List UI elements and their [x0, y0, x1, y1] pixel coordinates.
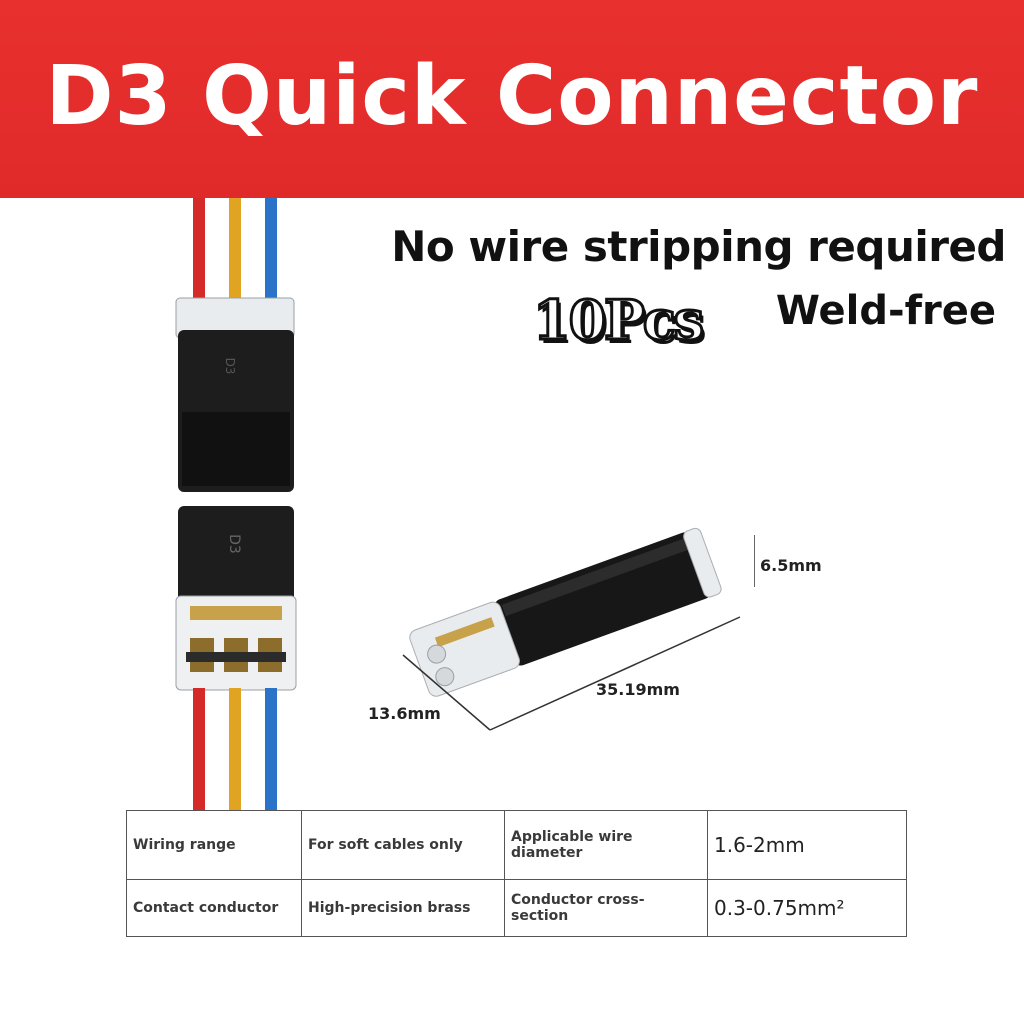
- connector-black-body: [494, 532, 712, 666]
- svg-text:D3: D3: [223, 358, 237, 375]
- spec-value: For soft cables only: [301, 810, 505, 880]
- yellow-wire-top: [229, 198, 241, 306]
- product-title: D3 Quick Connector: [45, 48, 979, 144]
- blue-wire-bottom: [265, 688, 277, 813]
- spec-label: Applicable wire diameter: [504, 810, 708, 880]
- blue-wire-top: [265, 198, 277, 306]
- red-wire-top: [193, 198, 205, 306]
- svg-text:D3: D3: [226, 534, 242, 554]
- spec-label: Wiring range: [126, 810, 302, 880]
- spec-value: 1.6-2mm: [707, 810, 907, 880]
- title-banner: D3 Quick Connector: [0, 0, 1024, 198]
- spec-label: Contact conductor: [126, 879, 302, 937]
- red-wire-bottom: [193, 688, 205, 813]
- spec-value: High-precision brass: [301, 879, 505, 937]
- connector-pair-illustration: D3 D3: [175, 198, 297, 813]
- length-dimension: 35.19mm: [596, 680, 680, 699]
- height-dimension: 6.5mm: [760, 556, 822, 575]
- bottom-connector-body: [178, 506, 294, 606]
- connector-dimension-illustration: [402, 527, 755, 731]
- quantity-badge: 10Pcs: [531, 287, 705, 354]
- spec-label: Conductor cross-section: [504, 879, 708, 937]
- feature-weld-free: Weld-free: [775, 288, 996, 334]
- width-dimension: 13.6mm: [368, 704, 441, 723]
- table-row: Contact conductor High-precision brass C…: [126, 879, 907, 937]
- table-row: Wiring range For soft cables only Applic…: [126, 810, 907, 880]
- spec-table: Wiring range For soft cables only Applic…: [126, 810, 907, 937]
- yellow-wire-bottom: [229, 688, 241, 813]
- feature-no-stripping: No wire stripping required: [391, 222, 1006, 271]
- spec-value: 0.3-0.75mm²: [707, 879, 907, 937]
